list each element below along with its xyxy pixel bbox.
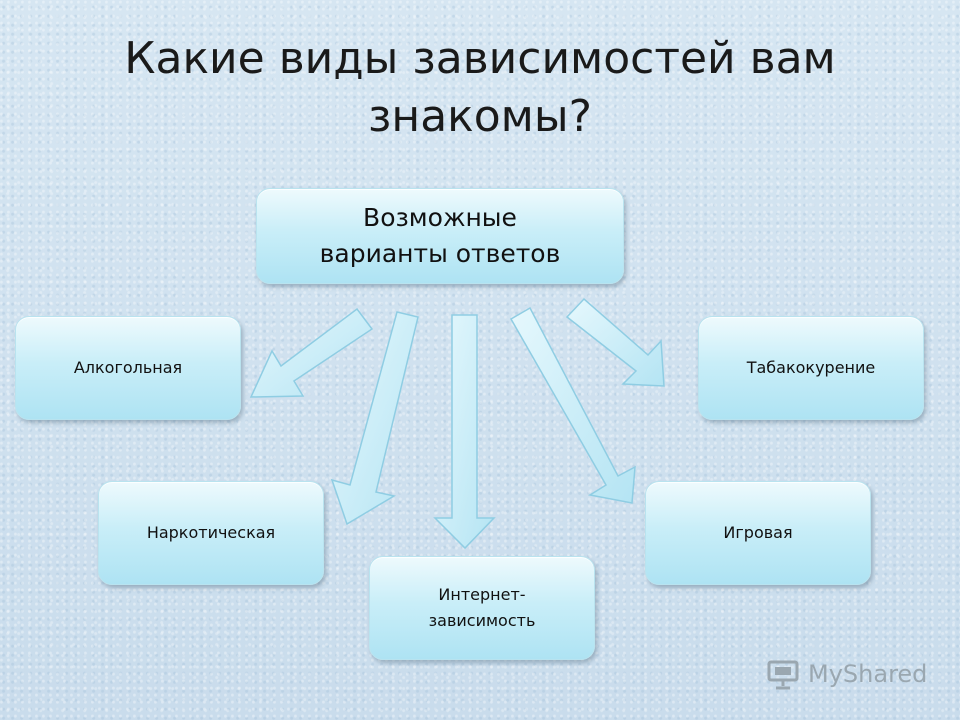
arrow-to-internet [433,314,496,550]
node-internet-label-line-2: зависимость [428,611,536,630]
node-internet-label-line-1: Интернет- [438,585,526,604]
center-node: Возможные варианты ответов [256,188,624,284]
node-gaming-label: Игровая [723,523,793,542]
arrow-to-tobacco [565,297,665,387]
center-node-line-2: варианты ответов [319,239,561,268]
watermark: MyShared [766,656,927,692]
node-internet: Интернет- зависимость [369,556,595,660]
node-gaming: Игровая [645,481,871,585]
slide-title-line-1: Какие виды зависимостей вам [124,33,836,84]
slide-title-line-2: знакомы? [368,91,592,142]
arrow-to-alcohol [249,307,374,398]
node-tobacco: Табакокурение [698,316,924,420]
node-tobacco-label: Табакокурение [746,358,876,377]
node-narcotic-label: Наркотическая [146,523,276,542]
watermark-text: MyShared [808,660,928,688]
arrow-to-gaming [509,306,636,504]
slide-title: Какие виды зависимостей вам знакомы? [0,30,960,146]
node-narcotic: Наркотическая [98,481,324,585]
center-node-line-1: Возможные [363,203,517,232]
arrow-to-narcotic [330,311,419,526]
node-alcohol-label: Алкогольная [73,358,183,377]
node-alcohol: Алкогольная [15,316,241,420]
projector-screen-icon [767,660,799,690]
